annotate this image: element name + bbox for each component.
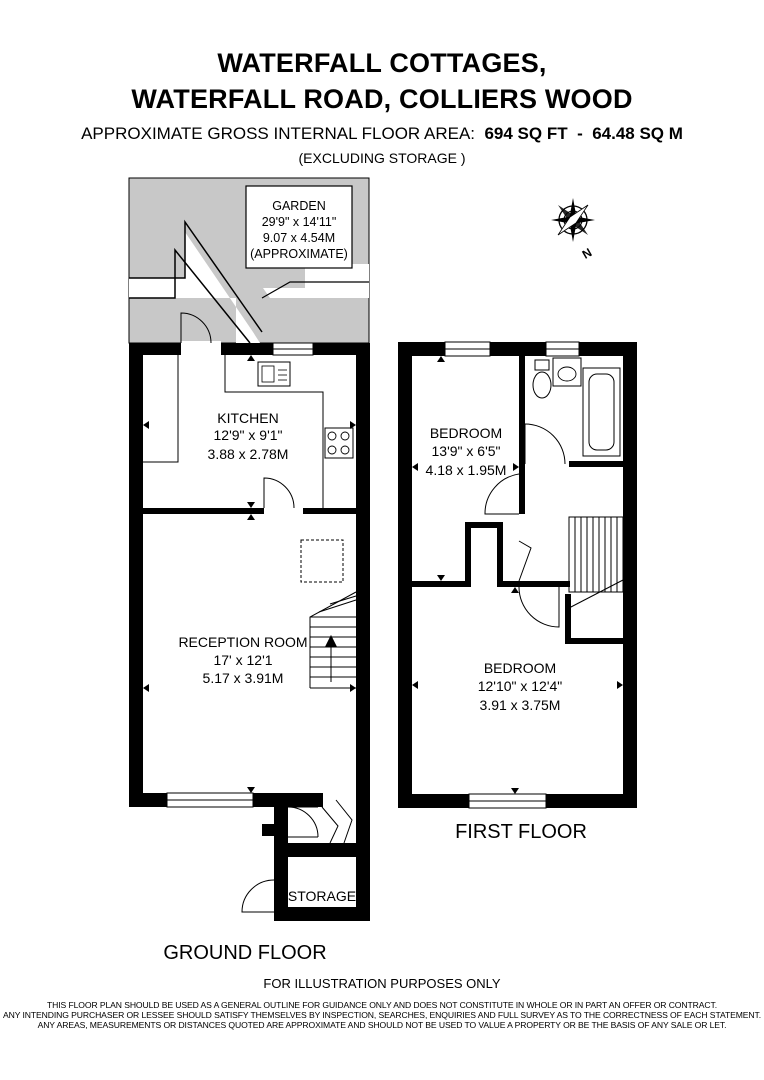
garden-area — [128, 177, 370, 344]
garden-metric: 9.07 x 4.54M — [263, 231, 335, 245]
compass-rose-icon — [551, 198, 595, 242]
floor-area-line: APPROXIMATE GROSS INTERNAL FLOOR AREA: 6… — [0, 124, 764, 144]
disclaimer: THIS FLOOR PLAN SHOULD BE USED AS A GENE… — [0, 1000, 764, 1030]
bedroom1-name: BEDROOM — [430, 425, 502, 441]
bedroom2-imperial: 12'10" x 12'4" — [478, 678, 563, 694]
compass-north-label: N — [580, 245, 595, 261]
bedroom2-metric: 3.91 x 3.75M — [480, 697, 561, 713]
first-floor-label: FIRST FLOOR — [455, 821, 587, 843]
garden-approx-note: (APPROXIMATE) — [250, 247, 348, 261]
kitchen-name: KITCHEN — [217, 410, 278, 426]
reception-name: RECEPTION ROOM — [178, 634, 307, 650]
excluding-storage-note: (EXCLUDING STORAGE ) — [298, 150, 466, 166]
floor-area-separator: - — [577, 124, 583, 143]
title-line-1: WATERFALL COTTAGES, — [217, 48, 547, 78]
first-floor-stairs — [568, 516, 624, 609]
ground-floor-label: GROUND FLOOR — [163, 942, 326, 964]
bedroom2-name: BEDROOM — [484, 660, 556, 676]
garden-label-box — [245, 185, 353, 269]
kitchen-metric: 3.88 x 2.78M — [208, 446, 289, 462]
toilet-icon — [534, 359, 550, 371]
garden-imperial: 29'9" x 14'11" — [262, 215, 337, 229]
basin-icon — [552, 357, 582, 387]
illustration-note: FOR ILLUSTRATION PURPOSES ONLY — [263, 976, 501, 991]
disclaimer-line-3: ANY AREAS, MEASUREMENTS OR DISTANCES QUO… — [37, 1020, 727, 1030]
kitchen-imperial: 12'9" x 9'1" — [214, 427, 283, 443]
floor-area-sqft: 694 SQ FT — [484, 124, 568, 143]
bedroom1-metric: 4.18 x 1.95M — [426, 462, 507, 478]
floor-area-label: APPROXIMATE GROSS INTERNAL FLOOR AREA: — [81, 124, 476, 143]
ground-floor-plan — [129, 312, 370, 921]
floor-area-sqm: 64.48 SQ M — [592, 124, 683, 143]
reception-imperial: 17' x 12'1 — [213, 652, 272, 668]
ground-floor-stairs — [309, 591, 357, 689]
garden-name: GARDEN — [272, 199, 325, 213]
storage-name: STORAGE — [288, 888, 356, 904]
disclaimer-line-2: ANY INTENDING PURCHASER OR LESSEE SHOULD… — [2, 1010, 762, 1020]
bedroom1-imperial: 13'9" x 6'5" — [432, 443, 501, 459]
title-line-2: WATERFALL ROAD, COLLIERS WOOD — [131, 84, 633, 114]
disclaimer-line-1: THIS FLOOR PLAN SHOULD BE USED AS A GENE… — [47, 1000, 717, 1010]
reception-metric: 5.17 x 3.91M — [203, 670, 284, 686]
first-floor-plan — [398, 341, 637, 809]
garden-break-zigzag — [129, 232, 260, 343]
entrance-arrow-icon — [262, 818, 284, 842]
hob-icon — [324, 427, 354, 459]
